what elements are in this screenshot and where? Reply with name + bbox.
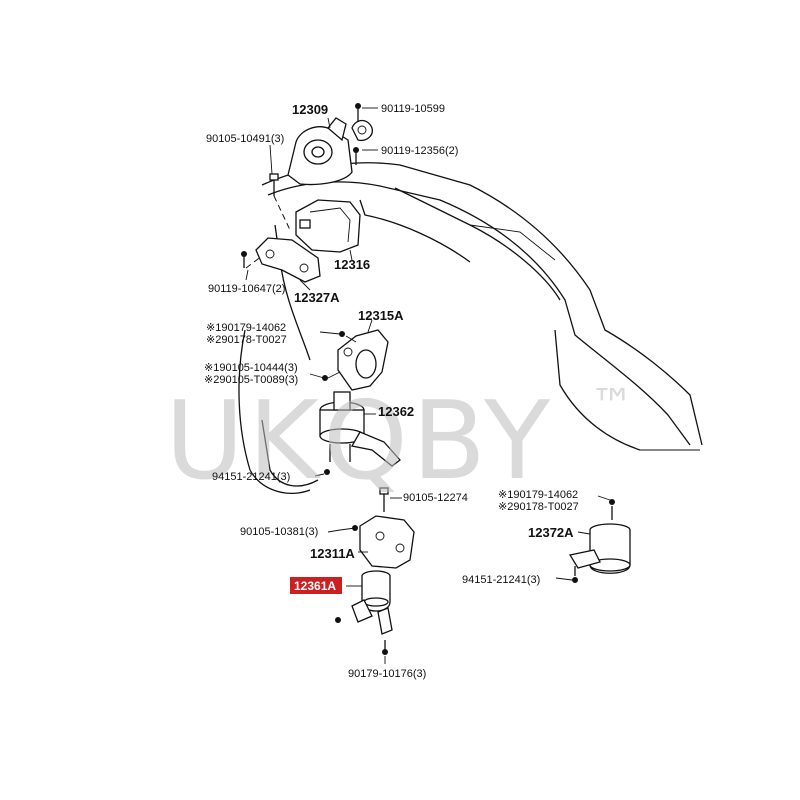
watermark: UKQBY ™ (165, 379, 634, 504)
bolt-90105-10491 (269, 173, 291, 231)
label-12372A: 12372A (528, 525, 574, 540)
label-12315A: 12315A (358, 308, 404, 323)
label-90105-T0089: ※290105-T0089(3) (204, 374, 298, 386)
watermark-text: UKQBY (165, 379, 554, 504)
label-90119-12356: 90119-12356(2) (381, 145, 458, 157)
label-12361A-highlighted: 12361A (294, 579, 336, 593)
label-90119-10599: 90119-10599 (381, 103, 445, 115)
bracket-12327A (241, 237, 321, 283)
label-90105-10491: 90105-10491(3) (206, 133, 284, 145)
bracket-12316 (295, 199, 361, 253)
label-90179-14062-right: ※190179-14062 (498, 489, 578, 501)
label-90179-14062-upper: ※190179-14062 (206, 322, 286, 334)
part-labels: 12309 90119-10599 90105-10491(3) 90119-1… (204, 102, 579, 680)
mount-12309 (287, 103, 373, 186)
label-90178-T0027-right: ※290178-T0027 (498, 501, 579, 513)
mount-12372A (568, 499, 631, 583)
label-90179-10176: 90179-10176(3) (348, 668, 426, 680)
label-90105-10444: ※190105-10444(3) (204, 362, 298, 374)
label-90105-12274: 90105-12274 (403, 492, 468, 504)
label-12316: 12316 (334, 257, 370, 272)
trademark-symbol: ™ (590, 380, 634, 431)
label-94151-21241-left: 94151-21241(3) (212, 471, 290, 483)
label-12309: 12309 (292, 102, 328, 117)
label-90105-10381: 90105-10381(3) (240, 526, 318, 538)
label-90178-T0027-upper: ※290178-T0027 (206, 334, 287, 346)
label-12327A: 12327A (294, 290, 340, 305)
bracket-12315A (322, 329, 389, 391)
label-90119-10647: 90119-10647(2) (208, 283, 285, 295)
label-94151-21241-right: 94151-21241(3) (462, 574, 540, 586)
label-12362: 12362 (378, 404, 414, 419)
bracket-12311A (339, 515, 415, 569)
label-12311A: 12311A (310, 546, 355, 561)
bolt-90105-12274 (379, 487, 389, 512)
highlight-box-12361A (290, 577, 342, 594)
leader-lines (245, 107, 611, 664)
mount-12361A (335, 570, 393, 655)
mount-12362 (319, 391, 401, 475)
